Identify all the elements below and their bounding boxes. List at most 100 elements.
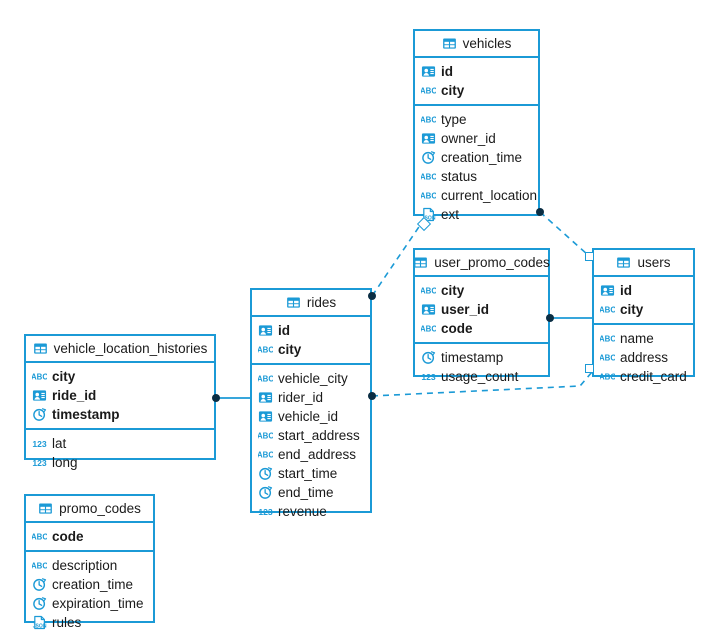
field-label: city <box>52 369 76 384</box>
field-id[interactable]: id <box>415 62 538 81</box>
entity-vehicles[interactable]: vehiclesidABCcityABCtypeowner_idcreation… <box>413 29 540 222</box>
field-current_location[interactable]: ABCcurrent_location <box>415 186 538 205</box>
abc-icon: ABC <box>258 432 273 441</box>
field-status[interactable]: ABCstatus <box>415 167 538 186</box>
abc-icon: ABC <box>600 373 615 382</box>
field-id[interactable]: id <box>252 321 370 340</box>
field-code[interactable]: ABC code <box>26 527 153 546</box>
field-label: timestamp <box>52 407 120 422</box>
id-card-icon <box>421 304 436 315</box>
svg-text:123: 123 <box>32 458 47 468</box>
abc-icon: ABC <box>32 533 47 542</box>
field-label: start_time <box>278 466 338 481</box>
svg-text:ABC: ABC <box>421 325 436 334</box>
field-vehicle_id[interactable]: vehicle_id <box>252 407 370 426</box>
entity-user_promo_codes[interactable]: user_promo_codesABCcityuser_idABC code tim… <box>413 248 550 384</box>
id-card-icon <box>32 390 47 401</box>
field-end_address[interactable]: ABCend_address <box>252 445 370 464</box>
svg-text:ABC: ABC <box>258 451 273 460</box>
entity-header-user_promo_codes[interactable]: user_promo_codes <box>414 250 550 277</box>
svg-text:ABC: ABC <box>421 192 436 201</box>
table-grid-icon <box>39 503 52 514</box>
field-id[interactable]: id <box>594 281 693 300</box>
entity-vehicle_location_histories[interactable]: vehicle_location_historiesABC city ride_id… <box>24 334 216 470</box>
svg-text:ABC: ABC <box>600 354 615 363</box>
field-label: usage_count <box>441 369 519 384</box>
entity-title: users <box>637 255 671 270</box>
entity-header-vehicles[interactable]: vehicles <box>415 31 538 58</box>
svg-text:123: 123 <box>258 507 273 517</box>
entity-rides[interactable]: rides idABCcityABCvehicle_city rider_idveh… <box>250 288 372 519</box>
field-label: code <box>52 529 84 544</box>
field-creation_time[interactable]: creation_time <box>26 575 153 594</box>
field-label: ride_id <box>52 388 97 403</box>
source-marker-vehicles-to-users <box>536 208 544 216</box>
field-vehicle_city[interactable]: ABCvehicle_city <box>252 369 370 388</box>
entity-users[interactable]: users idABCcityABCnameABCaddressABCcredit… <box>592 248 695 384</box>
field-city[interactable]: ABCcity <box>252 340 370 359</box>
abc-icon: ABC <box>32 373 47 382</box>
svg-text:123: 123 <box>421 372 436 382</box>
svg-text:ABC: ABC <box>421 173 436 182</box>
entity-title: promo_codes <box>59 501 141 516</box>
abc-icon: ABC <box>32 562 47 571</box>
table-grid-icon <box>617 257 631 268</box>
field-label: rider_id <box>278 390 324 405</box>
field-city[interactable]: ABCcity <box>594 300 693 319</box>
field-user_id[interactable]: user_id <box>415 300 548 319</box>
entity-header-rides[interactable]: rides <box>252 290 370 317</box>
table-grid-icon <box>33 343 47 354</box>
svg-text:ABC: ABC <box>32 562 47 571</box>
svg-text:ABC: ABC <box>421 87 436 96</box>
field-usage_count[interactable]: 123 usage_count <box>415 367 548 386</box>
field-label: code <box>441 321 473 336</box>
field-creation_time[interactable]: creation_time <box>415 148 538 167</box>
field-expiration_time[interactable]: expiration_time <box>26 594 153 613</box>
field-timestamp[interactable]: timestamp <box>26 405 214 424</box>
field-address[interactable]: ABCaddress <box>594 348 693 367</box>
field-city[interactable]: ABCcity <box>415 81 538 100</box>
source-marker-rides-to-users <box>368 392 376 400</box>
field-end_time[interactable]: end_time <box>252 483 370 502</box>
entity-promo_codes[interactable]: promo_codesABC codeABCdescriptioncreation… <box>24 494 155 630</box>
json-icon: JSON <box>33 615 47 629</box>
field-label: vehicle_id <box>278 409 339 424</box>
field-timestamp[interactable]: timestamp <box>415 348 548 367</box>
field-label: end_time <box>278 485 334 500</box>
svg-text:ABC: ABC <box>600 335 615 344</box>
abc-icon: ABC <box>600 306 615 315</box>
field-start_time[interactable]: start_time <box>252 464 370 483</box>
entity-header-users[interactable]: users <box>594 250 693 277</box>
entity-title: vehicles <box>462 36 512 51</box>
number-icon: 123 <box>32 458 47 468</box>
clock-icon <box>259 486 273 499</box>
entity-header-vehicle_location_histories[interactable]: vehicle_location_histories <box>26 336 214 363</box>
field-name[interactable]: ABCname <box>594 329 693 348</box>
field-group: ABCvehicle_cityrider_idvehicle_idABCstar… <box>252 365 370 525</box>
field-credit_card[interactable]: ABCcredit_card <box>594 367 693 386</box>
svg-text:ABC: ABC <box>600 373 615 382</box>
field-type[interactable]: ABC type <box>415 110 538 129</box>
field-city[interactable]: ABC city <box>26 367 214 386</box>
field-city[interactable]: ABCcity <box>415 281 548 300</box>
field-label: type <box>441 112 467 127</box>
field-ride_id[interactable]: ride_id <box>26 386 214 405</box>
id-card-icon <box>600 285 615 296</box>
svg-text:ABC: ABC <box>421 116 436 125</box>
table-grid-icon <box>414 257 428 268</box>
entity-header-promo_codes[interactable]: promo_codes <box>26 496 153 523</box>
field-label: creation_time <box>441 150 523 165</box>
field-start_address[interactable]: ABCstart_address <box>252 426 370 445</box>
field-rider_id[interactable]: rider_id <box>252 388 370 407</box>
field-label: timestamp <box>441 350 504 365</box>
field-code[interactable]: ABC code <box>415 319 548 338</box>
entity-title: user_promo_codes <box>434 255 550 270</box>
field-owner_id[interactable]: owner_id <box>415 129 538 148</box>
field-description[interactable]: ABCdescription <box>26 556 153 575</box>
